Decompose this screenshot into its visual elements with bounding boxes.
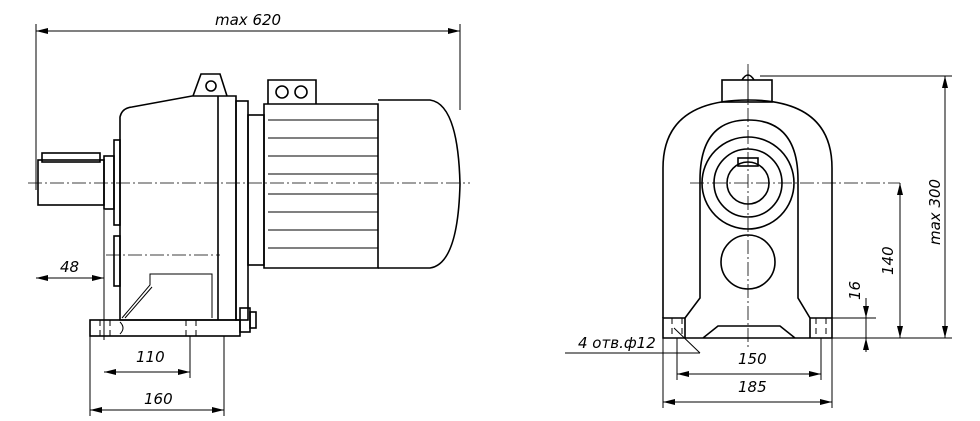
dim-total-height: max 300 [926,179,944,245]
lifting-eye [192,73,228,97]
gearbox-body [119,95,237,321]
holes-note: 4 отв.ф12 [578,334,656,352]
terminal-box [267,79,317,104]
side-dimensions: max 620 48 110 160 [35,11,461,416]
front-dimensions: max 300 140 16 4 отв.ф12 150 185 [565,75,952,408]
side-view [28,73,470,337]
dim-foot-hole-spacing-width: 150 [738,350,767,368]
front-base [662,317,833,339]
dim-overall-length: max 620 [215,11,281,29]
dim-foot-thickness: 16 [846,281,864,300]
dim-shaft-offset: 48 [60,258,79,276]
front-view [662,64,900,348]
output-shaft [37,159,105,206]
base-plate [89,319,241,337]
dim-foot-hole-spacing: 110 [136,348,165,366]
dim-axis-height: 140 [879,246,897,275]
motor-body [263,103,379,269]
dim-foot-length: 160 [144,390,173,408]
adapter-flange [235,100,249,321]
dim-foot-width: 185 [738,378,767,396]
housing-outline [662,99,833,318]
